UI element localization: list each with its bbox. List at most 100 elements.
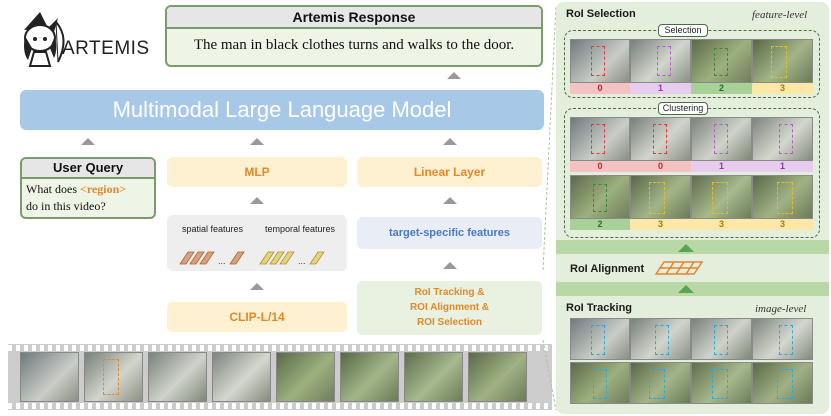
roi-align-grid-icon bbox=[654, 261, 704, 275]
query-text: What does <region> do in this video? bbox=[22, 179, 154, 217]
cluster-label: 3 bbox=[752, 83, 813, 94]
spatial-features-label: spatial features bbox=[182, 224, 244, 234]
video-frame bbox=[84, 352, 143, 402]
tracked-roi-cell bbox=[752, 362, 813, 404]
arrow-up-icon bbox=[250, 197, 264, 204]
roi-box-purple bbox=[657, 46, 671, 76]
video-frame bbox=[404, 352, 463, 402]
cluster-label: 3 bbox=[630, 219, 691, 230]
tracked-roi-cell bbox=[630, 318, 691, 360]
video-frame bbox=[340, 352, 399, 402]
arrow-up-icon bbox=[447, 72, 461, 79]
cluster-label: 2 bbox=[691, 83, 752, 94]
cluster-label: 0 bbox=[630, 161, 691, 172]
query-title: User Query bbox=[22, 159, 154, 179]
clustered-roi-cell bbox=[630, 117, 691, 161]
svg-text:...: ... bbox=[218, 256, 226, 266]
video-frame bbox=[468, 352, 527, 402]
target-specific-features-block: target-specific features bbox=[357, 217, 542, 249]
arrow-up-icon bbox=[678, 285, 694, 293]
selected-roi-cell bbox=[570, 39, 630, 83]
roi-box-blue bbox=[714, 325, 728, 355]
video-frame bbox=[20, 352, 79, 402]
roi-box-purple bbox=[779, 124, 793, 154]
film-perforation-bottom bbox=[8, 403, 552, 409]
arrow-up-icon bbox=[678, 244, 694, 252]
cluster-label: 2 bbox=[570, 219, 630, 230]
clustered-roi-cell bbox=[691, 117, 752, 161]
roi-selection-title: RoI Selection bbox=[566, 8, 636, 20]
image-level-label: image-level bbox=[755, 303, 807, 315]
cluster-label: 0 bbox=[570, 161, 630, 172]
user-query-box: User Query What does <region> do in this… bbox=[20, 157, 156, 219]
tracked-roi-cell bbox=[630, 362, 691, 404]
linear-layer-block: Linear Layer bbox=[357, 157, 542, 187]
svg-text:...: ... bbox=[298, 256, 306, 266]
clustered-roi-cell bbox=[691, 175, 752, 219]
roi-tracking-title: RoI Tracking bbox=[566, 302, 633, 314]
cluster-label: 3 bbox=[691, 219, 752, 230]
response-title: Artemis Response bbox=[167, 7, 541, 29]
video-frame bbox=[276, 352, 335, 402]
arrow-up-icon bbox=[250, 283, 264, 290]
response-text: The man in black clothes turns and walks… bbox=[193, 37, 515, 53]
clustering-tag: Clustering bbox=[658, 102, 708, 115]
artemis-mascot-icon bbox=[24, 12, 65, 67]
cluster-label: 1 bbox=[630, 83, 691, 94]
roi-box-green bbox=[714, 48, 728, 76]
roi-box-blue bbox=[649, 369, 665, 399]
video-frame bbox=[148, 352, 207, 402]
tracked-roi-cell bbox=[752, 318, 813, 360]
selected-roi-cell bbox=[752, 39, 813, 83]
tracked-roi-cell bbox=[570, 318, 630, 360]
query-line1: What does bbox=[26, 182, 80, 196]
video-frame bbox=[212, 352, 271, 402]
connector-lines bbox=[542, 5, 557, 411]
clustered-roi-cell bbox=[752, 175, 813, 219]
arrow-up-icon bbox=[250, 138, 264, 145]
temporal-features-label: temporal features bbox=[265, 224, 336, 234]
clustered-roi-cell bbox=[570, 117, 630, 161]
arrow-up-icon bbox=[443, 262, 457, 269]
roi-box-yellow bbox=[777, 182, 793, 214]
roi-box-red bbox=[653, 124, 667, 154]
roi-ops-line2: ROI Alignment & bbox=[409, 302, 490, 313]
artemis-response-box: Artemis Response The man in black clothe… bbox=[165, 5, 543, 67]
cluster-label: 0 bbox=[570, 83, 630, 94]
feature-level-label: feature-level bbox=[752, 9, 808, 21]
roi-alignment-title: RoI Alignment bbox=[570, 263, 645, 275]
roi-ops-line3: ROI Selection bbox=[416, 317, 482, 328]
roi-operations-block: RoI Tracking & ROI Alignment & ROI Selec… bbox=[357, 281, 542, 335]
artemis-logo bbox=[14, 8, 164, 70]
tracked-roi-cell bbox=[691, 318, 752, 360]
roi-box-yellow bbox=[649, 182, 665, 214]
mllm-block: Multimodal Large Language Model bbox=[20, 90, 544, 130]
roi-ops-line1: RoI Tracking & bbox=[414, 287, 485, 298]
cluster-label: 3 bbox=[752, 219, 813, 230]
query-line2: do in this video? bbox=[26, 199, 106, 213]
roi-box-yellow bbox=[712, 182, 728, 214]
roi-box-yellow bbox=[771, 46, 787, 78]
roi-box-blue bbox=[593, 369, 607, 399]
roi-box-blue bbox=[777, 369, 793, 399]
cluster-label: 1 bbox=[752, 161, 813, 172]
feature-tokens-icon: ... ... bbox=[179, 251, 325, 266]
roi-box-purple bbox=[714, 124, 728, 154]
tracked-roi-cell bbox=[570, 362, 630, 404]
clustered-roi-cell bbox=[752, 117, 813, 161]
logo-text: ARTEMIS bbox=[62, 38, 150, 59]
film-perforation-top bbox=[8, 345, 552, 351]
roi-box-blue bbox=[712, 369, 728, 399]
clustered-roi-cell bbox=[570, 175, 630, 219]
arrow-up-icon bbox=[443, 138, 457, 145]
clustered-roi-cell bbox=[630, 175, 691, 219]
region-box-icon bbox=[103, 359, 119, 395]
mlp-block: MLP bbox=[167, 157, 347, 187]
arrow-up-icon bbox=[443, 197, 457, 204]
roi-box-blue bbox=[591, 325, 605, 355]
cluster-label: 1 bbox=[691, 161, 752, 172]
roi-box-red bbox=[591, 124, 605, 154]
roi-box-green bbox=[593, 184, 607, 212]
clip-encoder-block: CLIP-L/14 bbox=[167, 302, 347, 332]
selection-tag: Selection bbox=[658, 24, 708, 37]
